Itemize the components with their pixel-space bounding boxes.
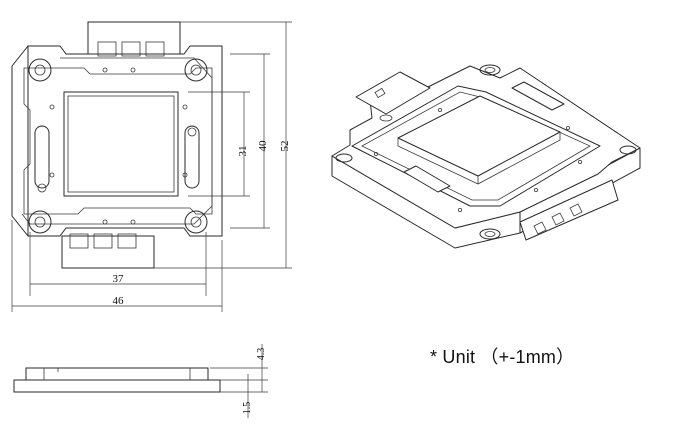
dimension-labels-side: 4.3 1.5 (242, 348, 267, 415)
unit-note: * Unit （+-1mm） (430, 347, 575, 367)
dim-31-label: 31 (237, 146, 249, 157)
dim-37-label: 37 (113, 273, 125, 285)
dimension-lines-side (210, 344, 268, 418)
isometric-view (331, 64, 641, 249)
dim-52-label: 52 (279, 141, 291, 152)
dim-40-label: 40 (257, 140, 269, 152)
dimension-labels-top: 31 40 52 37 46 (113, 140, 292, 307)
dim-4-3-label: 4.3 (256, 348, 267, 361)
top-view (11, 21, 223, 269)
dimension-lines-top (11, 21, 292, 312)
side-view (13, 367, 221, 393)
dim-46-label: 46 (113, 295, 125, 307)
dim-1-5-label: 1.5 (242, 402, 253, 415)
